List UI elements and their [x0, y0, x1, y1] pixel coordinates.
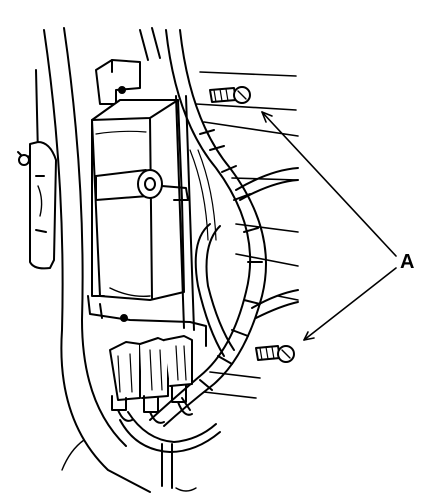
bolt-upper [209, 86, 251, 104]
control-unit [91, 99, 185, 301]
callout-label-a: A [400, 251, 415, 273]
support-rods [139, 27, 195, 331]
wire-harness [149, 29, 299, 427]
callout-leaders [261, 111, 397, 341]
connectors [109, 335, 193, 424]
body-panel-lines [195, 71, 299, 399]
wire-clip [95, 169, 189, 201]
lower-bracket [87, 295, 207, 347]
hinge-bracket [17, 141, 57, 270]
mounting-bracket [95, 59, 141, 105]
bolt-lower [255, 345, 295, 363]
lower-harness [119, 411, 221, 492]
